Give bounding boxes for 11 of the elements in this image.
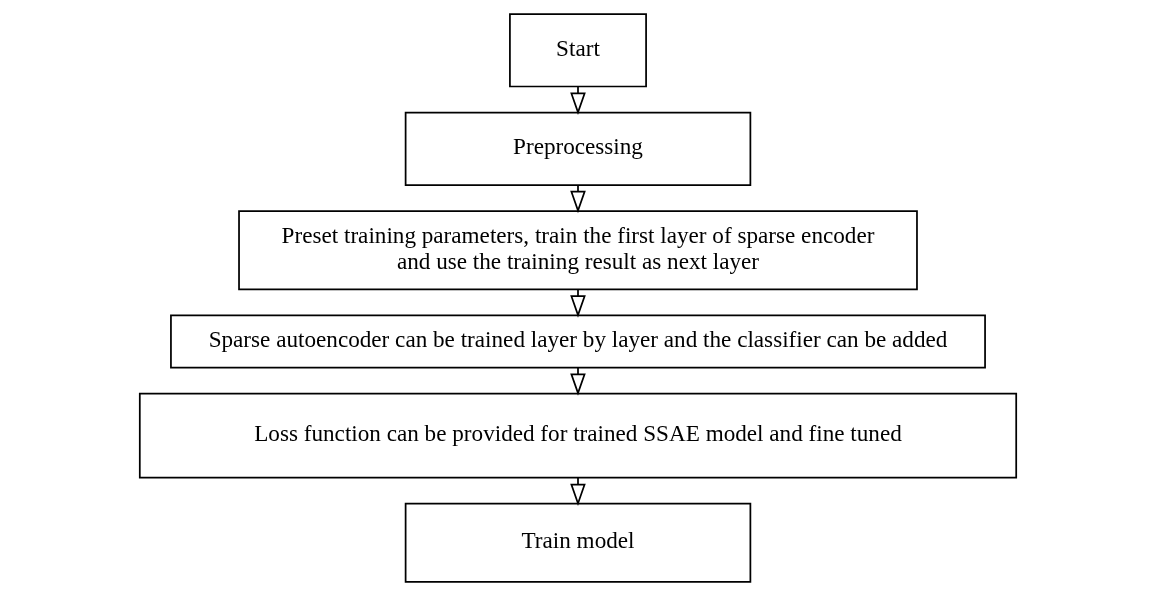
node-box: Train model <box>404 502 752 583</box>
node-box: Sparse autoencoder can be trained layer by layer and the classifier can be added <box>170 314 986 369</box>
node-box: Preset training parameters, train the first layer of sparse encoder and use the training result as next layer <box>238 210 918 291</box>
node-box: Start <box>509 13 647 88</box>
arrow <box>570 476 586 507</box>
node-box: Loss function can be provided for trained SSAE model and fine tuned <box>138 392 1018 479</box>
arrow <box>570 288 586 318</box>
arrow <box>570 367 586 396</box>
arrow <box>570 85 586 115</box>
arrow <box>570 184 586 214</box>
node-box: Preprocessing <box>404 111 752 186</box>
